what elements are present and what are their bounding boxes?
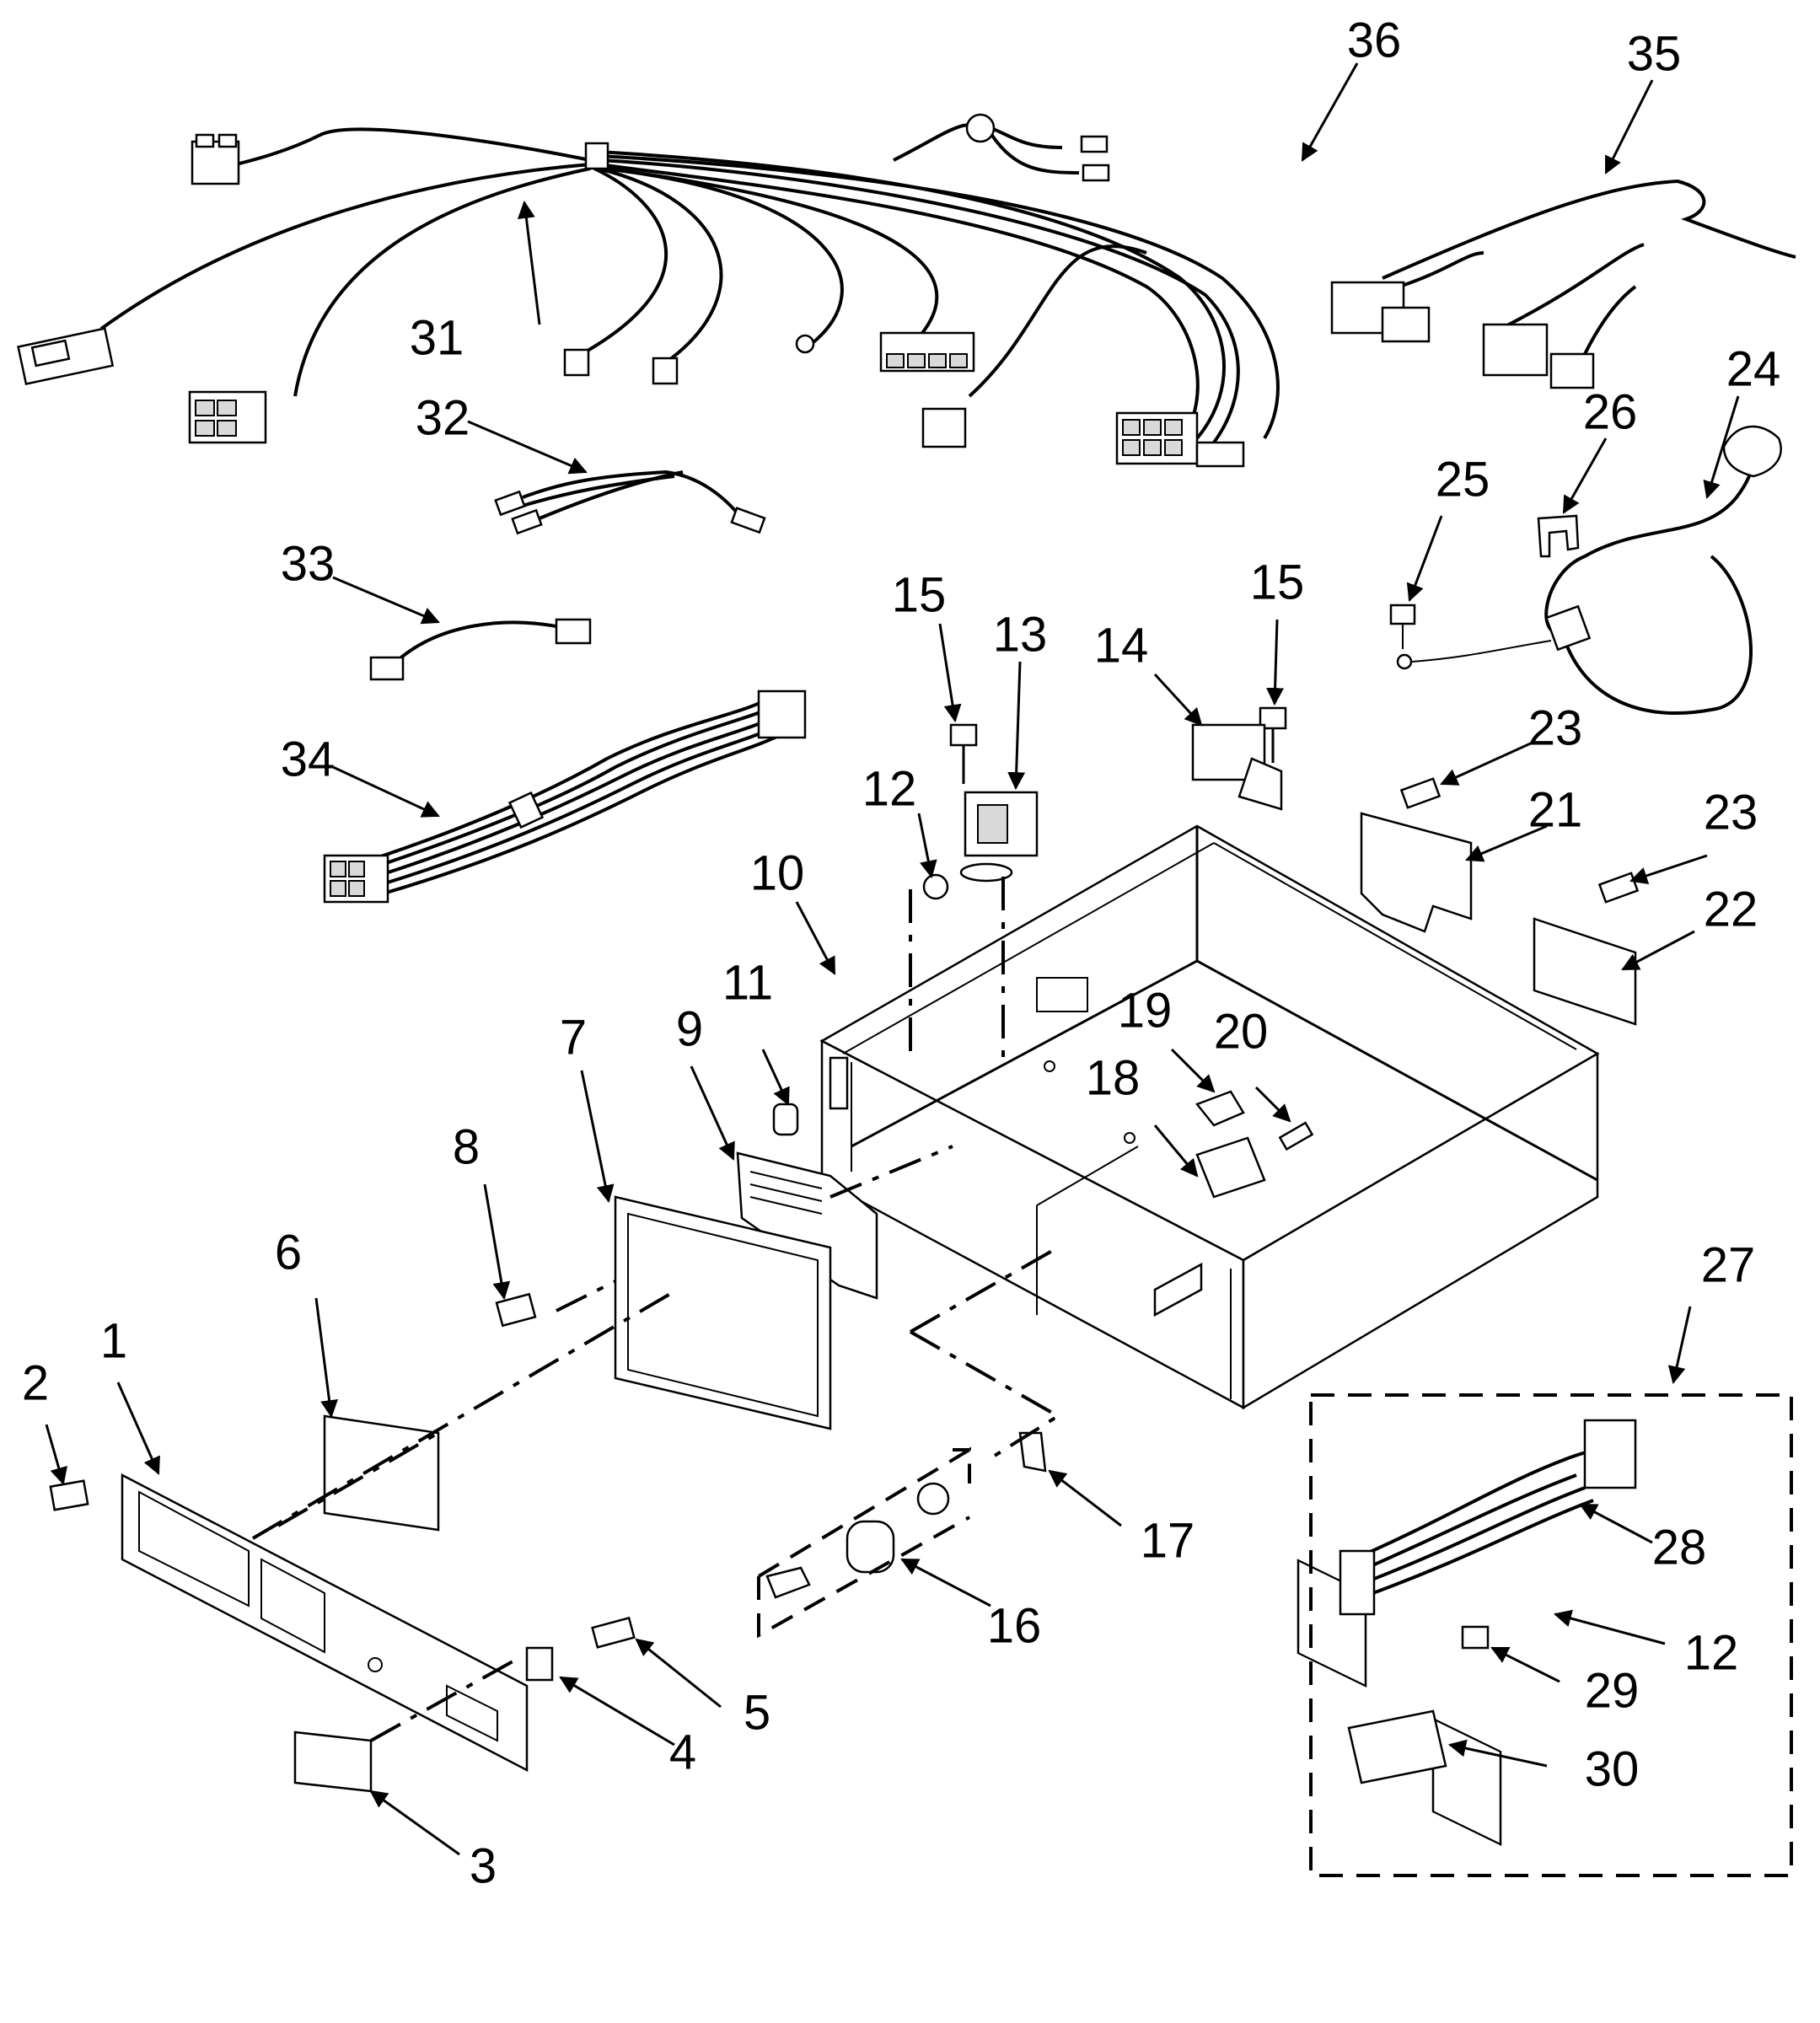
label-14: 14 <box>1094 618 1149 673</box>
jumper-harness <box>494 470 766 535</box>
label-11: 11 <box>722 955 773 1010</box>
label-23-right: 23 <box>1704 785 1758 840</box>
kit-box-27 <box>1309 1393 1793 1877</box>
label-7: 7 <box>560 1010 587 1065</box>
label-27: 27 <box>1701 1237 1756 1292</box>
transformer <box>959 791 1039 883</box>
label-1: 1 <box>100 1313 127 1368</box>
fitting-12 <box>922 873 949 900</box>
screw-5 <box>591 1616 636 1649</box>
label-8: 8 <box>453 1119 480 1174</box>
label-2: 2 <box>22 1355 49 1410</box>
harness-34 <box>323 690 807 904</box>
main-wire-harness <box>17 113 1280 468</box>
label-28: 28 <box>1652 1520 1707 1575</box>
bracket-18 <box>1195 1136 1266 1199</box>
harness-35 <box>1330 179 1796 389</box>
label-36: 36 <box>1347 13 1402 67</box>
label-19: 19 <box>1118 983 1173 1038</box>
label-18: 18 <box>1086 1050 1141 1105</box>
label-35: 35 <box>1627 26 1682 81</box>
label-12-kit: 12 <box>1684 1625 1739 1680</box>
switch-19 <box>1195 1090 1245 1127</box>
screw-2 <box>49 1479 89 1511</box>
label-17: 17 <box>1141 1513 1195 1568</box>
label-5: 5 <box>744 1685 770 1740</box>
short-jumper-wire <box>369 618 592 681</box>
label-32: 32 <box>416 390 470 445</box>
control-panel-1 <box>121 1473 529 1773</box>
display-6 <box>323 1414 440 1532</box>
label-9: 9 <box>676 1001 703 1056</box>
cover-21 <box>1360 812 1473 933</box>
ground-screw <box>1389 604 1552 670</box>
callout-labels: 1 2 3 4 5 6 7 8 9 10 11 12 13 14 15 15 1… <box>22 13 1780 1893</box>
fitting-20 <box>1278 1121 1314 1151</box>
label-21: 21 <box>1528 782 1583 837</box>
switch-kit-16 <box>765 1482 950 1599</box>
spacer-11 <box>772 1103 799 1136</box>
cabinet-base <box>819 824 1600 1847</box>
label-6: 6 <box>275 1225 302 1280</box>
screw-8 <box>495 1292 537 1328</box>
label-26: 26 <box>1583 384 1638 439</box>
screw-23a <box>1399 777 1442 809</box>
label-12: 12 <box>862 761 917 816</box>
label-15-left: 15 <box>892 567 947 622</box>
assembly-lines <box>251 877 1061 1742</box>
label-25: 25 <box>1436 452 1490 507</box>
console-bracket-7 <box>614 1195 832 1430</box>
clip-4 <box>525 1646 554 1682</box>
label-20: 20 <box>1214 1004 1269 1059</box>
label-3: 3 <box>470 1838 497 1893</box>
label-16: 16 <box>987 1598 1042 1653</box>
relay <box>1191 723 1283 811</box>
label-4: 4 <box>669 1725 696 1779</box>
label-13: 13 <box>993 607 1048 662</box>
label-31: 31 <box>410 310 464 365</box>
screw-15-left <box>949 723 978 784</box>
label-24: 24 <box>1726 341 1781 396</box>
screw-23b <box>1597 872 1640 904</box>
label-23-top: 23 <box>1528 700 1583 755</box>
label-3 <box>293 1731 373 1793</box>
label-33: 33 <box>281 536 336 591</box>
label-29: 29 <box>1585 1663 1640 1718</box>
label-34: 34 <box>281 732 336 786</box>
label-30: 30 <box>1585 1741 1640 1796</box>
label-10: 10 <box>750 845 805 900</box>
leader-lines <box>45 62 1740 1856</box>
label-22: 22 <box>1704 882 1758 936</box>
power-cord <box>1544 425 1782 716</box>
cord-clip <box>1537 514 1580 558</box>
control-board-22 <box>1533 917 1637 1026</box>
label-15-right: 15 <box>1250 555 1305 609</box>
